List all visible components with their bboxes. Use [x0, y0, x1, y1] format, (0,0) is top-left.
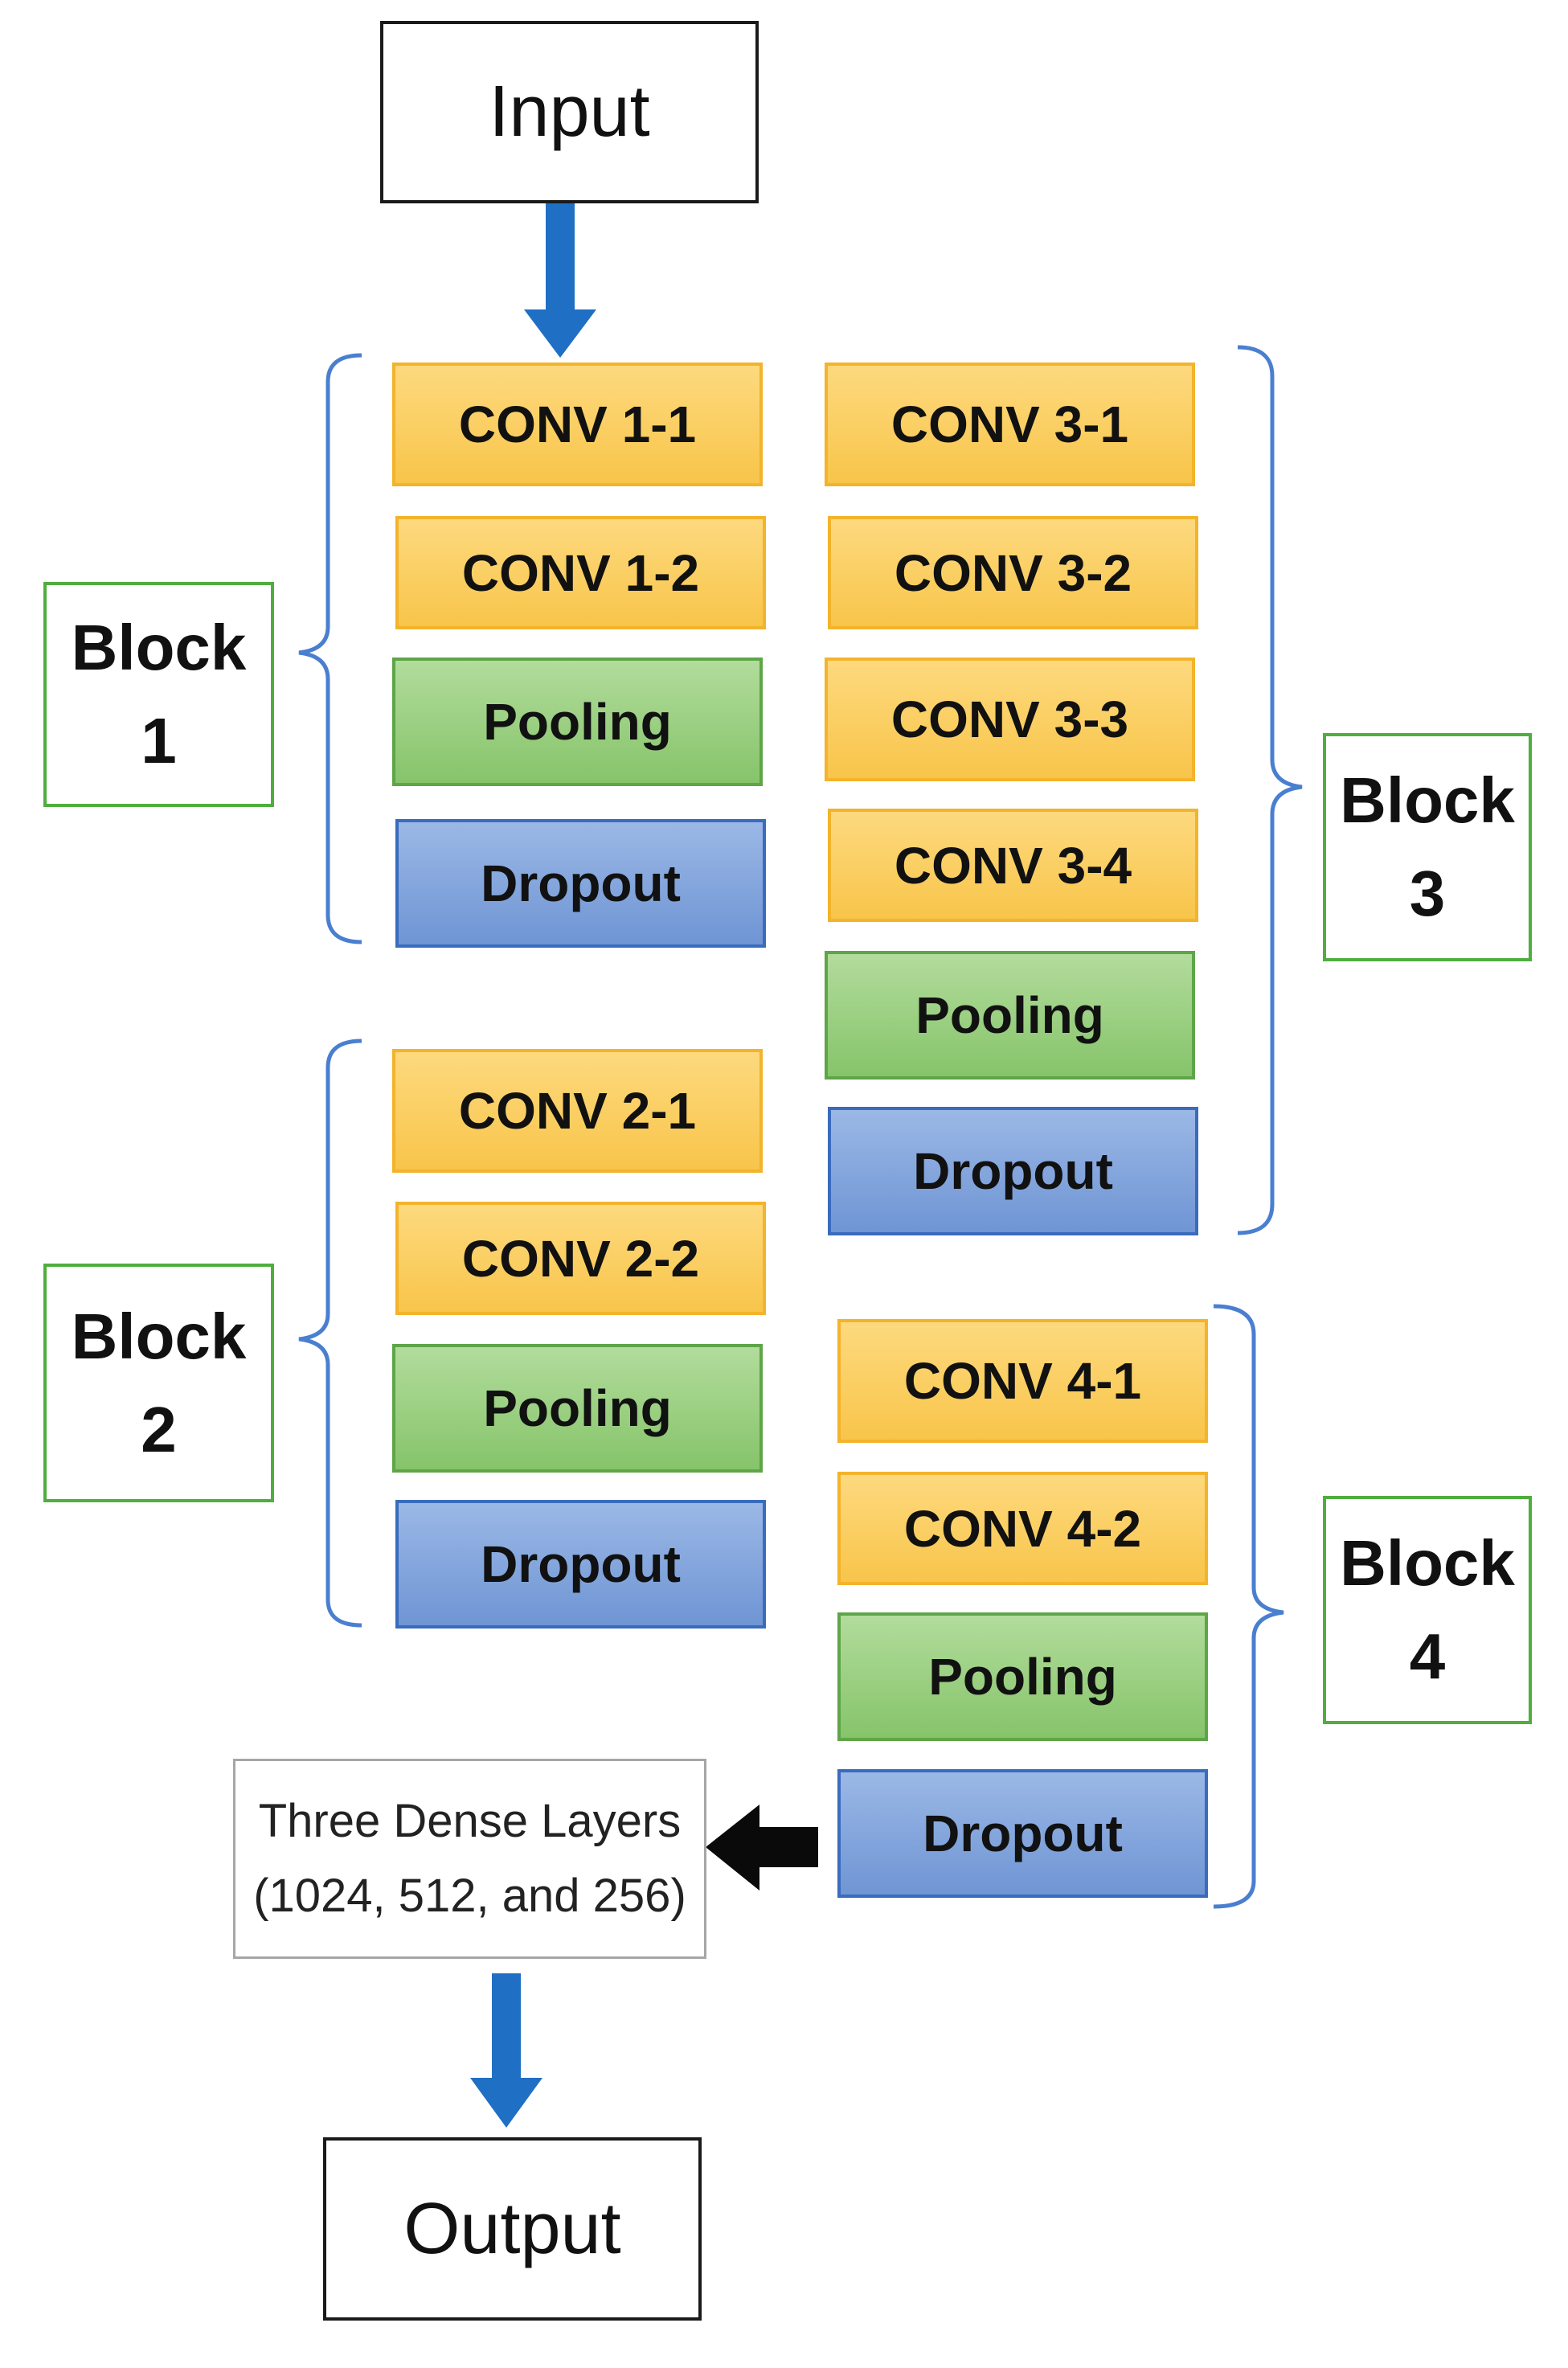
brace-block-2	[298, 1039, 362, 1628]
dropout-1-label: Dropout	[481, 854, 681, 912]
pooling-4: Pooling	[837, 1612, 1208, 1741]
output-label: Output	[403, 2188, 621, 2269]
output-arrow	[470, 1973, 542, 2128]
dropout-4-label: Dropout	[923, 1805, 1123, 1862]
block-1-word: Block	[71, 612, 247, 683]
dropout-2-label: Dropout	[481, 1535, 681, 1593]
conv-1-1-label: CONV 1-1	[458, 395, 697, 453]
block-3-word: Block	[1340, 764, 1515, 836]
pooling-2: Pooling	[392, 1344, 763, 1473]
pooling-3-label: Pooling	[915, 986, 1104, 1044]
pooling-1-label: Pooling	[483, 693, 672, 751]
conv-1-2-label: CONV 1-2	[461, 543, 700, 602]
dense-arrow	[706, 1805, 818, 1891]
conv-4-2-label: CONV 4-2	[903, 1499, 1142, 1558]
block-4-number: 4	[1409, 1620, 1446, 1692]
pooling-2-label: Pooling	[483, 1379, 672, 1437]
conv-3-2-label: CONV 3-2	[894, 543, 1132, 602]
block-2-label: Block 2	[43, 1264, 274, 1502]
pooling-4-label: Pooling	[928, 1648, 1117, 1706]
conv-1-1: CONV 1-1	[392, 363, 763, 486]
dropout-4: Dropout	[837, 1769, 1208, 1898]
conv-3-3: CONV 3-3	[825, 658, 1195, 781]
conv-2-2-label: CONV 2-2	[461, 1229, 700, 1288]
conv-4-1: CONV 4-1	[837, 1319, 1208, 1443]
block-4-word: Block	[1340, 1527, 1515, 1599]
conv-2-2: CONV 2-2	[395, 1202, 766, 1315]
input-arrow	[524, 201, 596, 358]
pooling-1: Pooling	[392, 658, 763, 786]
conv-2-1-label: CONV 2-1	[458, 1082, 697, 1140]
conv-2-1: CONV 2-1	[392, 1049, 763, 1173]
block-2-number: 2	[141, 1393, 177, 1465]
conv-4-1-label: CONV 4-1	[903, 1352, 1142, 1410]
conv-3-1: CONV 3-1	[825, 363, 1195, 486]
dense-layers-box: Three Dense Layers (1024, 512, and 256)	[233, 1759, 706, 1959]
brace-block-3	[1237, 345, 1303, 1235]
block-2-word: Block	[71, 1300, 247, 1372]
dropout-2: Dropout	[395, 1500, 766, 1629]
output-box: Output	[323, 2137, 702, 2321]
block-4-label: Block 4	[1323, 1496, 1532, 1724]
dropout-3-label: Dropout	[913, 1142, 1113, 1200]
input-label: Input	[489, 72, 650, 152]
conv-4-2: CONV 4-2	[837, 1472, 1208, 1585]
conv-3-3-label: CONV 3-3	[890, 690, 1129, 748]
conv-1-2: CONV 1-2	[395, 516, 766, 629]
conv-3-4: CONV 3-4	[828, 809, 1198, 922]
block-3-label: Block 3	[1323, 733, 1532, 961]
block-1-number: 1	[141, 705, 177, 776]
dense-line-1: Three Dense Layers	[258, 1794, 682, 1847]
brace-block-4	[1213, 1304, 1284, 1909]
conv-3-2: CONV 3-2	[828, 516, 1198, 629]
input-box: Input	[380, 21, 759, 203]
dropout-3: Dropout	[828, 1107, 1198, 1235]
dense-line-2: (1024, 512, and 256)	[253, 1869, 686, 1922]
block-1-label: Block 1	[43, 582, 274, 807]
dropout-1: Dropout	[395, 819, 766, 948]
conv-3-1-label: CONV 3-1	[890, 395, 1129, 453]
block-3-number: 3	[1409, 858, 1446, 929]
pooling-3: Pooling	[825, 951, 1195, 1080]
conv-3-4-label: CONV 3-4	[894, 836, 1132, 895]
brace-block-1	[298, 353, 362, 944]
